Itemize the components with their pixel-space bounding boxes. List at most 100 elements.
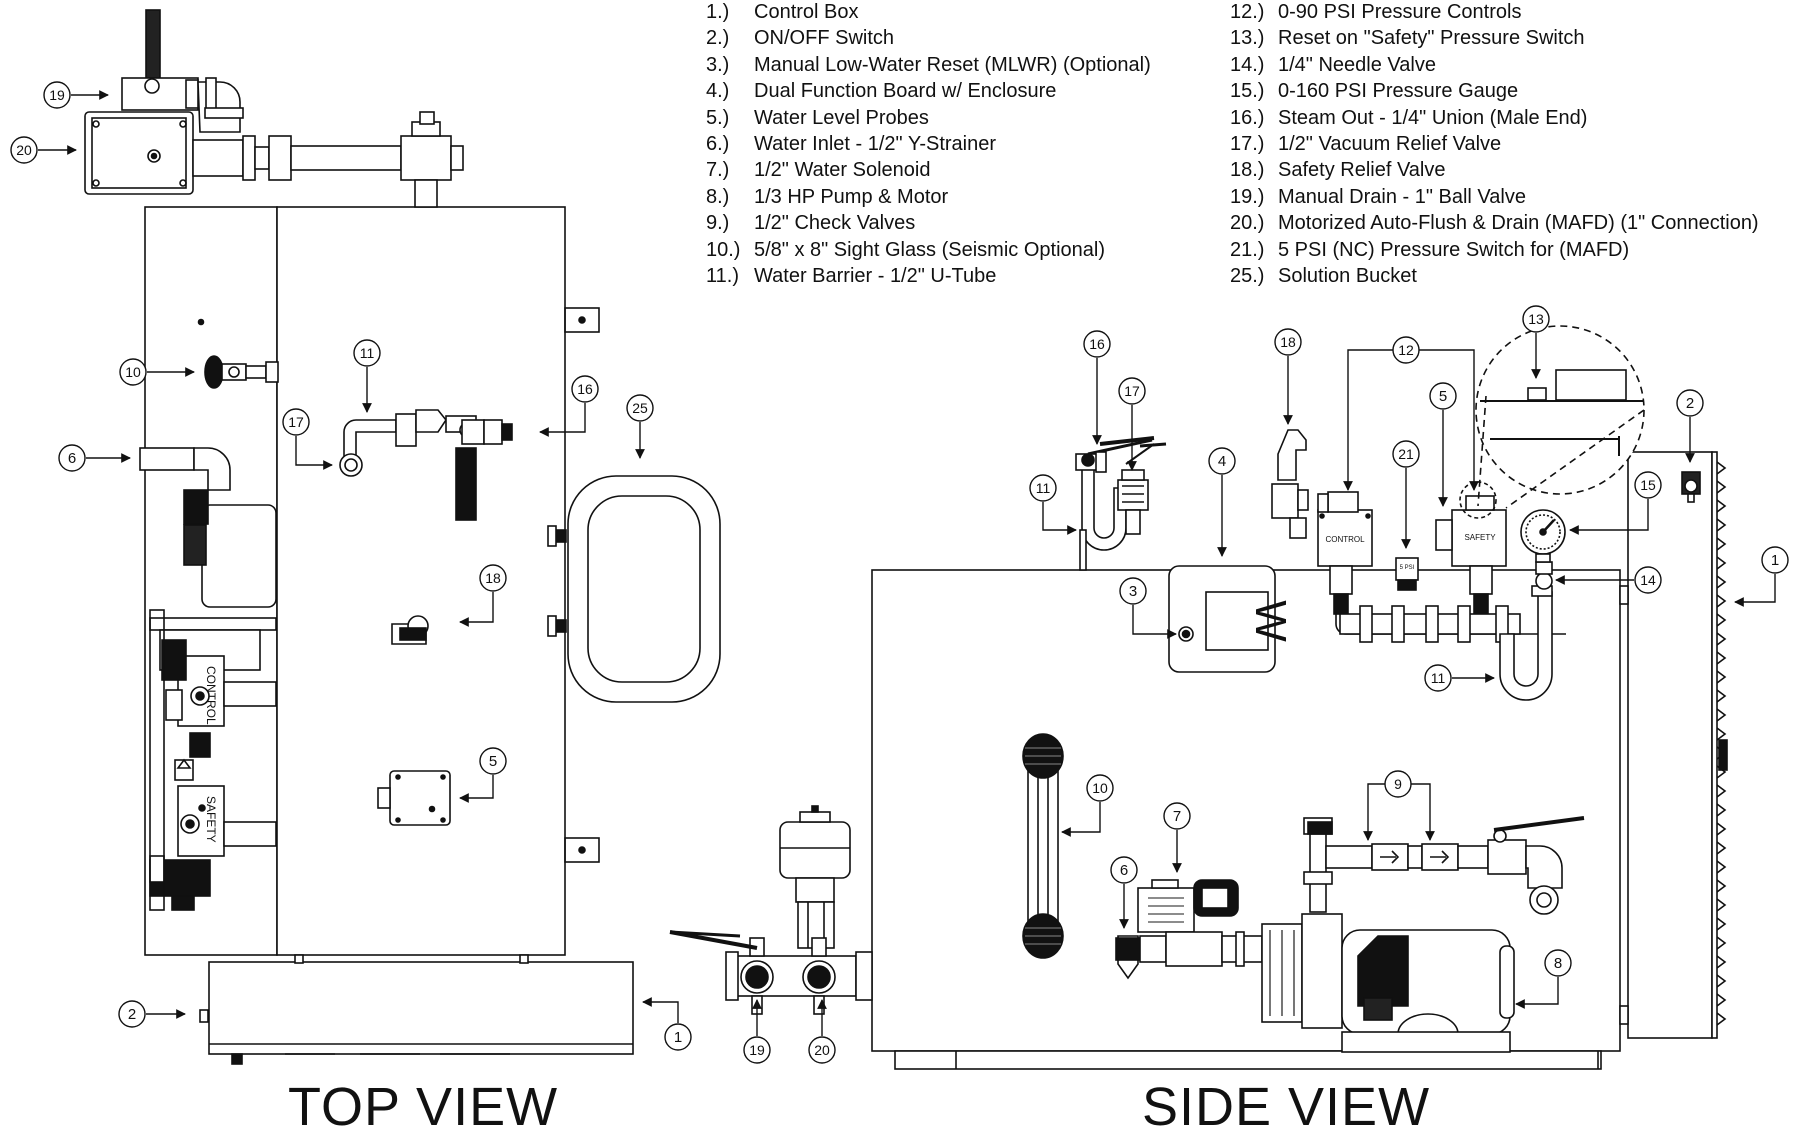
mafd-box bbox=[84, 111, 194, 195]
legend-number: 6.) bbox=[706, 132, 730, 155]
control-box-fin bbox=[1716, 556, 1727, 570]
callout-leader bbox=[539, 403, 586, 437]
top-vacuum-relief bbox=[339, 453, 363, 477]
control-box-fin bbox=[1716, 860, 1727, 874]
callout-circle bbox=[1676, 389, 1704, 417]
callout-leader bbox=[295, 436, 333, 470]
callout-number: 15 bbox=[1640, 477, 1656, 493]
legend-number: 11.) bbox=[706, 264, 739, 287]
callout-9: 9 bbox=[1363, 770, 1435, 841]
callout-circle bbox=[1029, 474, 1057, 502]
callout-leader bbox=[1132, 605, 1177, 639]
callout-leader bbox=[1411, 783, 1435, 841]
control-box-fin bbox=[1716, 613, 1727, 627]
legend-row: 13.)Reset on "Safety" Pressure Switch bbox=[1230, 25, 1759, 51]
callout-circle bbox=[1118, 377, 1146, 405]
callout-5: 5 bbox=[459, 747, 507, 803]
callout-number: 1 bbox=[674, 1029, 682, 1046]
callout-number: 8 bbox=[1554, 955, 1562, 972]
callout-15: 15 bbox=[1569, 471, 1662, 535]
legend-row: 15.) 0-160 PSI Pressure Gauge bbox=[1230, 78, 1759, 104]
top-control-box bbox=[208, 961, 634, 1055]
callout-circle bbox=[479, 564, 507, 592]
legend-text: 1/2" Check Valves bbox=[754, 212, 916, 235]
callout-10: 10 bbox=[119, 358, 195, 386]
top-control-label: CONTROL bbox=[204, 666, 218, 725]
callout-number: 21 bbox=[1398, 446, 1414, 462]
side-safety-relief bbox=[1277, 429, 1307, 481]
callout-number: 11 bbox=[1431, 670, 1446, 686]
control-box-fin bbox=[1716, 936, 1727, 950]
callout-circle bbox=[353, 339, 381, 367]
callout-8: 8 bbox=[1515, 949, 1572, 1009]
callout-number: 20 bbox=[814, 1042, 830, 1058]
legend-number: 16.) bbox=[1230, 106, 1265, 129]
legend-row: 12.)0-90 PSI Pressure Controls bbox=[1230, 0, 1759, 25]
callout-leader bbox=[1569, 499, 1649, 535]
callout-circle bbox=[479, 747, 507, 775]
callout-circle bbox=[1208, 447, 1236, 475]
legend-text: Water Barrier - 1/2" U-Tube bbox=[754, 264, 997, 287]
callout-circle bbox=[1429, 382, 1457, 410]
legend-row: 10.)5/8" x 8" Sight Glass (Seismic Optio… bbox=[706, 237, 1151, 263]
top-water-inlet bbox=[139, 447, 195, 471]
callout-circle bbox=[1392, 440, 1420, 468]
legend-number: 19.) bbox=[1230, 185, 1265, 208]
legend-row: 19.)Manual Drain - 1" Ball Valve bbox=[1230, 184, 1759, 210]
callout-leader bbox=[1343, 349, 1393, 491]
callout-circle bbox=[1544, 949, 1572, 977]
top-elbow bbox=[197, 81, 241, 133]
solution-bucket-outer bbox=[567, 475, 721, 703]
control-box-fin bbox=[1716, 1012, 1727, 1026]
callout-circle bbox=[1163, 802, 1191, 830]
legend-text: Control Box bbox=[754, 1, 859, 23]
control-box-fin bbox=[1716, 537, 1727, 551]
callout-6: 6 bbox=[58, 444, 131, 472]
legend-number: 3.) bbox=[706, 53, 730, 76]
side-vacuum-relief bbox=[1117, 479, 1149, 511]
control-box-fin bbox=[1716, 841, 1727, 855]
callout-20: 20 bbox=[808, 999, 836, 1064]
callout-10: 10 bbox=[1061, 774, 1114, 837]
callout-circle bbox=[1083, 330, 1111, 358]
legend-row: 14.)1/4" Needle Valve bbox=[1230, 52, 1759, 78]
callout-circle bbox=[1634, 566, 1662, 594]
legend-number: 15.) bbox=[1230, 80, 1265, 103]
callout-circle bbox=[1086, 774, 1114, 802]
callout-18: 18 bbox=[1274, 328, 1302, 425]
callout-number: 4 bbox=[1218, 453, 1226, 470]
control-box-fin bbox=[1716, 784, 1727, 798]
top-sight-glass-knob bbox=[204, 355, 224, 389]
legend-row: 8.)1/3 HP Pump & Motor bbox=[706, 184, 1151, 210]
control-box-fin bbox=[1716, 575, 1727, 589]
callout-11: 11 bbox=[353, 339, 381, 413]
legend-text: Water Level Probes bbox=[754, 106, 929, 129]
legend-number: 20.) bbox=[1230, 212, 1265, 235]
legend-text: Reset on "Safety" Pressure Switch bbox=[1278, 27, 1585, 50]
legend-text: Steam Out - 1/4" Union (Male End) bbox=[1278, 106, 1588, 129]
control-box-fin bbox=[1716, 803, 1727, 817]
callout-number: 17 bbox=[1124, 383, 1140, 399]
mounting-tab bbox=[564, 307, 600, 333]
callout-number: 5 bbox=[489, 753, 497, 770]
control-box-fin bbox=[1716, 917, 1727, 931]
legend-text: 1/4" Needle Valve bbox=[1278, 53, 1436, 76]
top-on-off-switch bbox=[199, 1009, 209, 1023]
top-safety-label: SAFETY bbox=[204, 796, 218, 843]
legend-text: 5/8" x 8" Sight Glass (Seismic Optional) bbox=[754, 238, 1105, 261]
callout-leader bbox=[459, 775, 494, 803]
callout-number: 19 bbox=[49, 87, 65, 103]
legend-text: ON/OFF Switch bbox=[754, 27, 895, 50]
legend-text: Solution Bucket bbox=[1278, 264, 1417, 287]
callout-circle bbox=[626, 394, 654, 422]
legend-row: 4.)Dual Function Board w/ Enclosure bbox=[706, 78, 1151, 104]
callout-leader bbox=[1419, 349, 1479, 491]
legend-text: 0-160 PSI Pressure Gauge bbox=[1278, 80, 1519, 103]
legend-text: 0-90 PSI Pressure Controls bbox=[1278, 1, 1522, 23]
legend-number: 21.) bbox=[1230, 238, 1265, 261]
callout-number: 12 bbox=[1398, 342, 1414, 358]
callout-18: 18 bbox=[459, 564, 507, 627]
callout-number: 1 bbox=[1771, 552, 1779, 569]
legend-row: 11.) Water Barrier - 1/2" U-Tube bbox=[706, 263, 1151, 289]
control-box-fin bbox=[1716, 955, 1727, 969]
